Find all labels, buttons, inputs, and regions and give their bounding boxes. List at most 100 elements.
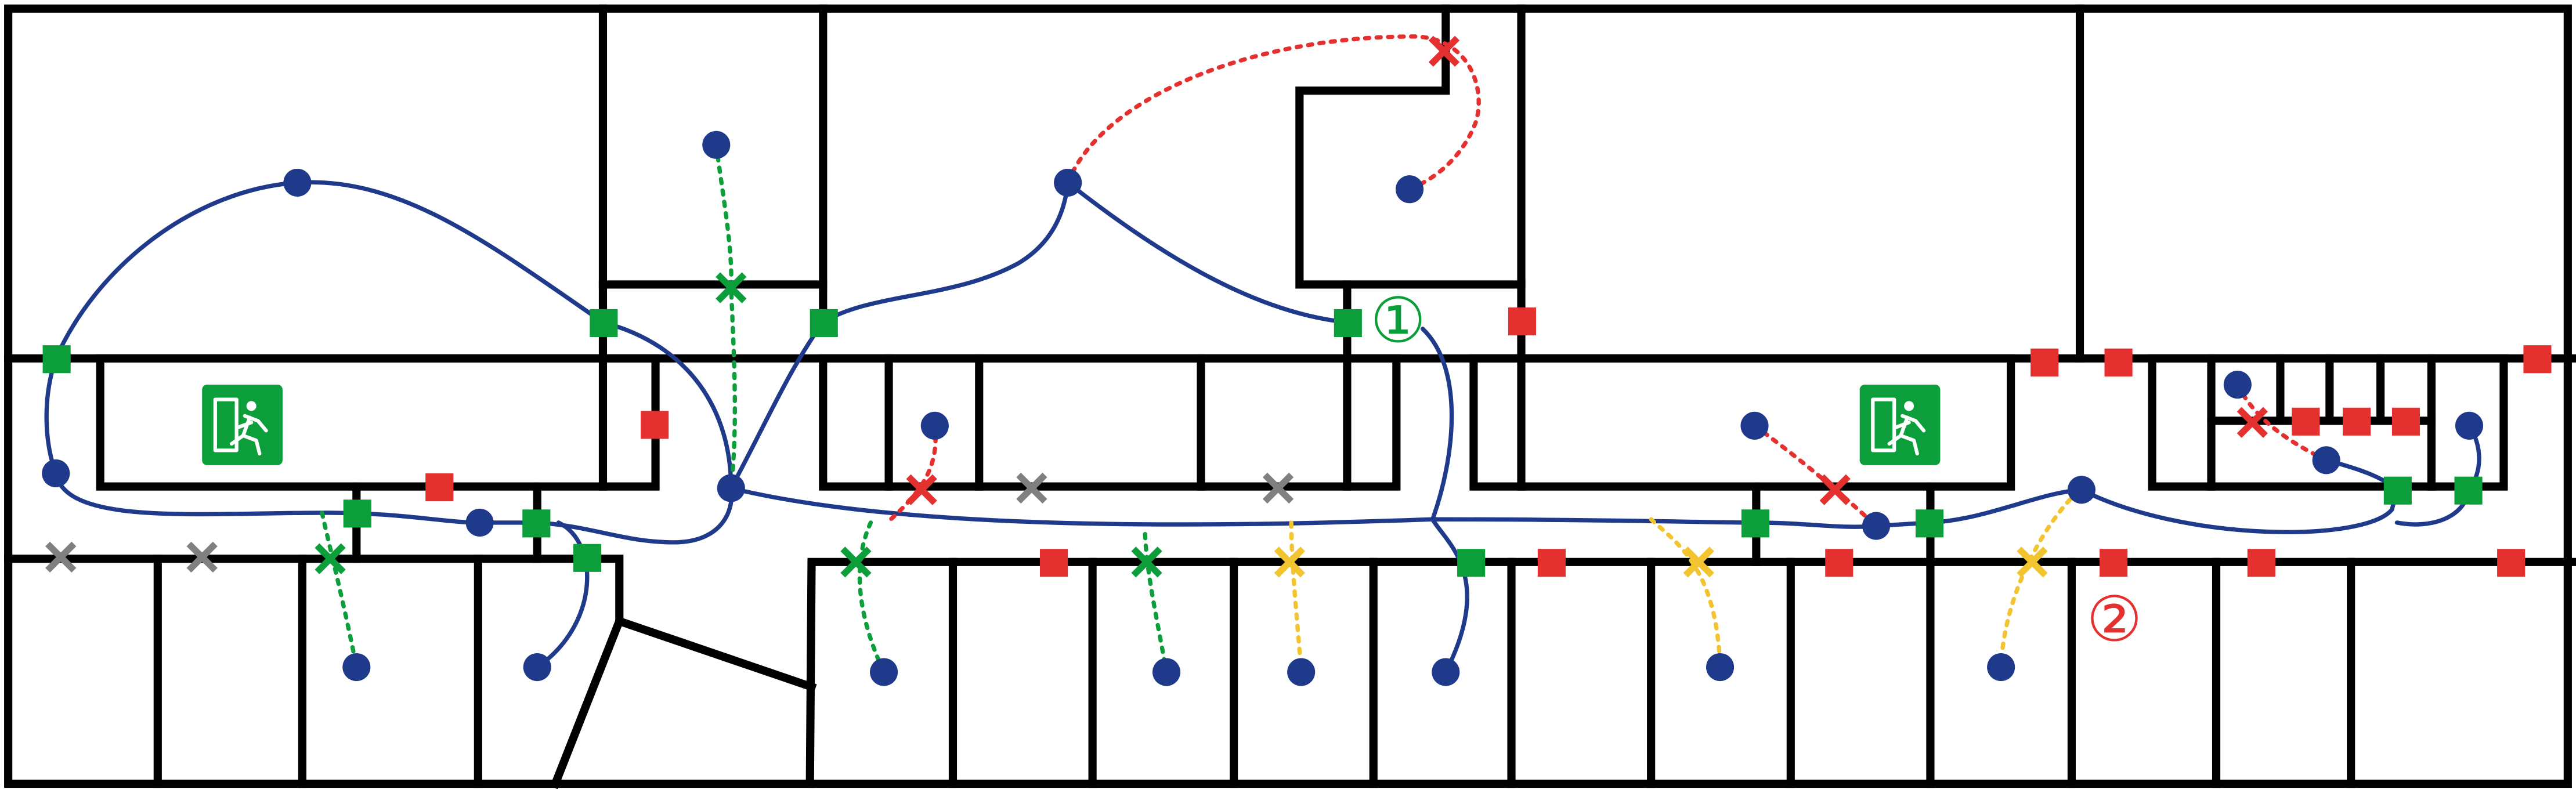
node [920,411,949,440]
node [1432,658,1460,686]
connector-yellow [1999,497,2072,669]
node [1987,653,2015,682]
green-doors [42,309,2483,577]
red-door [1825,549,1854,577]
route-path [1420,327,1469,675]
yellow-x-marker [1683,546,1714,578]
red-door [2104,348,2133,376]
node [465,508,494,537]
route-path [729,486,2084,529]
green-door [343,499,371,528]
green-door [2454,476,2483,505]
route-path [2079,487,2400,534]
marker-label-two: ② [2086,584,2142,656]
room-block [819,354,1401,491]
red-doors [425,307,2552,577]
connector-green [320,510,359,669]
room-block [96,354,660,491]
connector-green [1143,532,1169,675]
node [1395,175,1424,204]
node [1152,658,1181,686]
red-door [425,473,454,502]
marker-label-one: ① [1370,284,1426,357]
node [1054,168,1082,197]
gray-x-marker [186,541,218,573]
green-x-marker [1131,546,1162,578]
green-door [573,544,602,572]
green-door [2383,476,2412,505]
red-x-marker [1819,474,1851,505]
wall [805,557,2576,788]
connector-yellow [1649,517,1722,669]
node [717,474,745,502]
green-x-marker [840,546,872,578]
connector-green [857,520,886,675]
yellow-x-marker [1274,546,1305,578]
gray-x-marker [1262,472,1294,504]
red-door [641,411,669,439]
green-door [522,509,551,538]
wall [614,615,817,692]
route-path [729,180,1070,491]
node [1287,658,1316,686]
route-path [53,180,605,361]
green-door [1915,509,1944,538]
green-door [1457,549,1486,577]
red-door [2031,348,2059,376]
node [342,653,371,682]
wall [4,555,624,625]
node [2223,371,2252,399]
x-markers [45,35,2268,578]
red-x-marker [906,474,937,505]
green-door [590,309,618,337]
node [870,658,898,686]
green-x-marker [315,543,346,574]
red-door [2497,549,2526,577]
node [283,168,312,197]
node [702,131,731,159]
outer-wall [4,4,2572,788]
route-path [601,320,734,491]
red-door [2247,549,2275,577]
red-door [2292,407,2320,436]
red-door [1508,307,1536,336]
red-door [2100,549,2128,577]
route-path [2394,423,2481,527]
exit-sign-right [1859,385,1941,465]
connector-yellow [1289,520,1303,675]
red-door [2391,407,2420,436]
route-path [1065,180,1350,325]
node [2312,446,2340,475]
room-block [1469,354,2015,491]
green-x-marker [716,272,747,303]
node [2455,411,2484,440]
red-door [2342,407,2371,436]
green-door [42,345,71,374]
red-door [1537,549,1566,577]
red-door [1040,549,1068,577]
node [1862,512,1891,540]
route-path [535,520,590,669]
exit-sign-left [202,385,283,465]
green-door [1741,509,1769,538]
green-door [1334,309,1362,337]
green-door [810,309,838,337]
route-path [44,356,734,545]
connector-red [1065,34,1481,191]
nodes [42,131,2484,686]
red-x-marker [1428,35,1460,67]
wall [550,615,625,790]
node [1740,411,1769,440]
wall [1295,4,1526,289]
red-door [2523,345,2552,374]
connector-red [1752,423,1878,528]
gray-x-marker [1016,472,1047,504]
node [523,653,551,682]
walls [4,4,2576,790]
red-x-marker [2237,407,2268,438]
node [1706,653,1735,682]
node [42,459,70,488]
gray-x-marker [45,541,77,573]
